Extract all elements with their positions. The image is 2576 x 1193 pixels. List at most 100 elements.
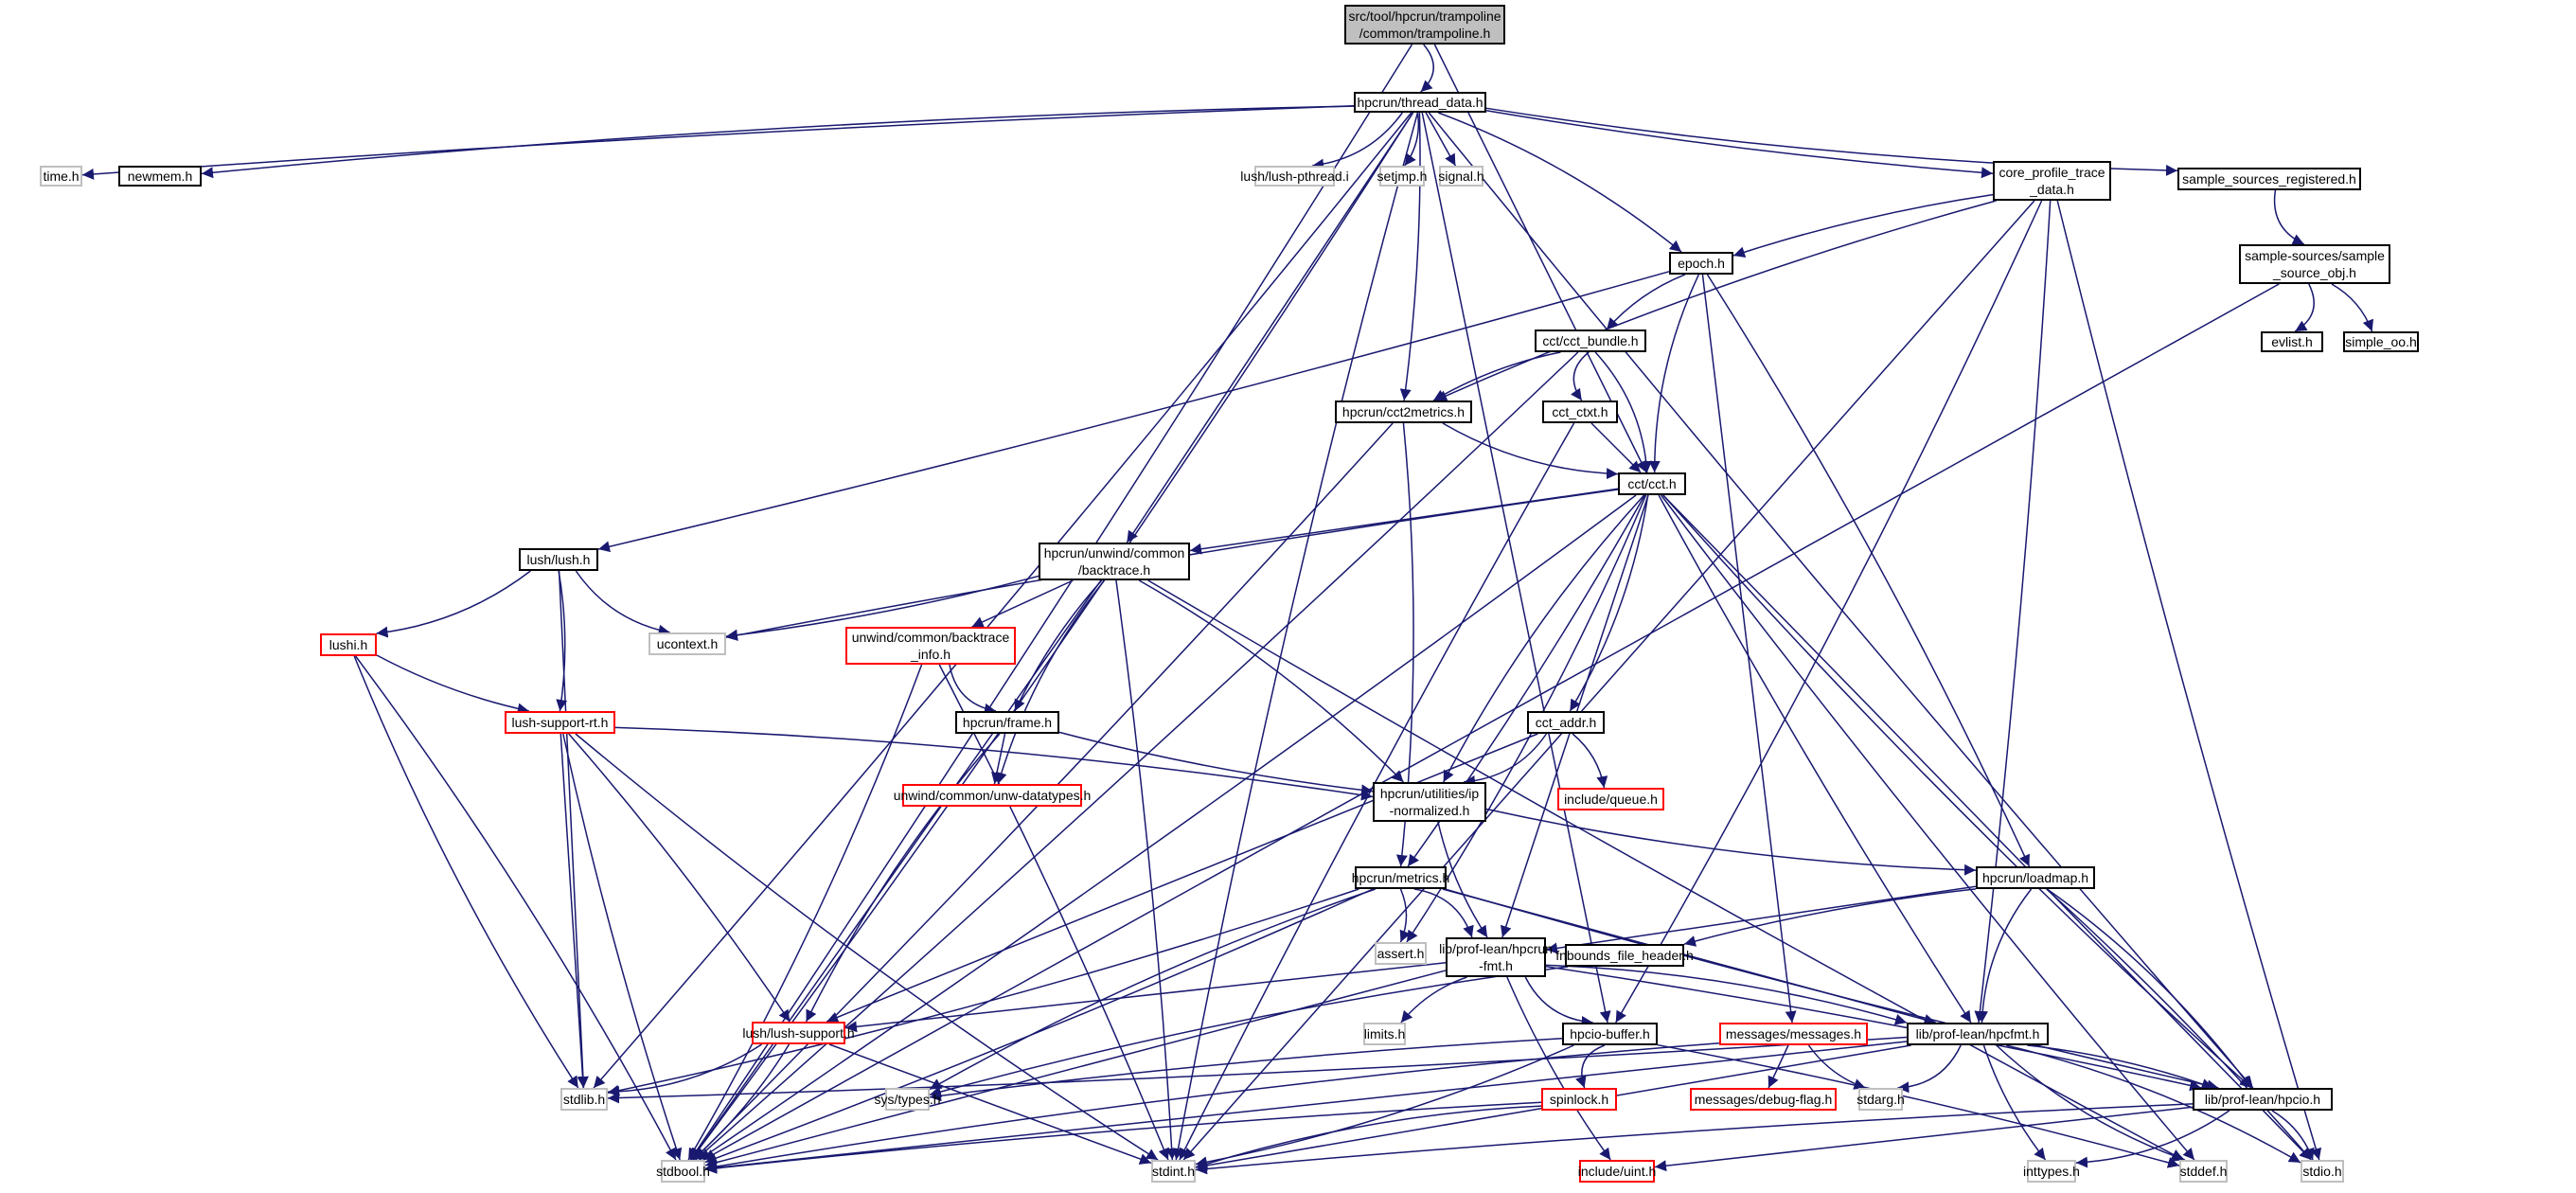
node-loadmap[interactable]: hpcrun/loadmap.h	[1976, 866, 2095, 889]
edge-hpcrun_fmt-to-hpcfmt	[1545, 964, 1908, 1025]
edge-thread_data-to-lush_pthread	[1312, 112, 1403, 170]
node-metrics[interactable]: hpcrun/metrics.h	[1352, 866, 1449, 889]
node-messages[interactable]: messages/messages.h	[1719, 1023, 1868, 1045]
node-thread-data[interactable]: hpcrun/thread_data.h	[1354, 92, 1486, 113]
edge-cct-to-cct_addr	[1569, 494, 1649, 712]
edge-ss_obj-to-simple_oo	[2331, 283, 2374, 332]
edge-backtrace-to-unw_datatypes	[995, 579, 1106, 785]
edge-fnbounds-to-sys_types	[929, 966, 1569, 1097]
node-cct-addr[interactable]: cct_addr.h	[1527, 711, 1605, 734]
edge-hpcfmt-to-stddef	[1996, 1044, 2186, 1162]
node-limits[interactable]: limits.h	[1363, 1023, 1406, 1045]
node-backtrace[interactable]: hpcrun/unwind/common /backtrace.h	[1039, 543, 1190, 580]
node-ss-obj[interactable]: sample-sources/sample _source_obj.h	[2239, 244, 2390, 284]
node-cct-bundle[interactable]: cct/cct_bundle.h	[1535, 329, 1646, 352]
node-queue[interactable]: include/queue.h	[1557, 788, 1664, 810]
edge-lush-to-ucontext	[575, 570, 670, 636]
node-epoch[interactable]: epoch.h	[1669, 252, 1733, 275]
edge-cct-to-hpcio	[1662, 494, 2252, 1089]
edge-ss_obj-to-stdbool	[702, 283, 2280, 1161]
node-stdio[interactable]: stdio.h	[2301, 1160, 2344, 1183]
node-label: messages/debug-flag.h	[1694, 1092, 1833, 1107]
edge-backtrace-to-bt_info	[971, 579, 1074, 628]
edge-backtrace-to-stdbool	[690, 579, 1102, 1161]
node-cct-ctxt[interactable]: cct_ctxt.h	[1542, 401, 1618, 423]
node-lush-support-rt[interactable]: lush-support-rt.h	[505, 711, 615, 734]
node-label: hpcrun/loadmap.h	[1981, 870, 2089, 885]
edge-hpcfmt-to-stdio	[2005, 1044, 2301, 1164]
node-simple-oo[interactable]: simple_oo.h	[2343, 331, 2419, 352]
edge-hpcrun_fmt-to-lush_support	[844, 962, 1447, 1033]
node-lush-pthread[interactable]: lush/lush-pthread.i	[1240, 166, 1349, 187]
edge-hpcio-to-stdio	[2271, 1110, 2315, 1161]
node-hpcio[interactable]: lib/prof-lean/hpcio.h	[2193, 1088, 2333, 1111]
edge-lush_support-to-stdbool	[692, 1043, 791, 1161]
node-unw-datatypes[interactable]: unwind/common/unw-datatypes.h	[894, 784, 1091, 807]
node-label: lib/prof-lean/hpcfmt.h	[1915, 1026, 2040, 1042]
node-assert[interactable]: assert.h	[1375, 942, 1427, 965]
node-label: lib/prof-lean/hpcio.h	[2204, 1092, 2321, 1107]
edge-hpcrun_fmt-to-hpcio	[1545, 966, 2202, 1092]
edge-thread_data-to-stdint	[1172, 112, 1419, 1161]
node-label: sample-sources/sample _source_obj.h	[2245, 248, 2385, 280]
node-ucontext[interactable]: ucontext.h	[648, 632, 726, 655]
edge-cct_bundle-to-cct_ctxt	[1571, 351, 1590, 401]
node-spinlock[interactable]: spinlock.h	[1541, 1088, 1617, 1111]
node-label: lib/prof-lean/hpcrun -fmt.h	[1439, 941, 1553, 973]
edge-epoch-to-lush	[597, 271, 1670, 553]
node-label: epoch.h	[1678, 256, 1725, 271]
node-time[interactable]: time.h	[40, 166, 82, 187]
node-lush-support[interactable]: lush/lush-support.h	[742, 1022, 855, 1044]
node-root[interactable]: src/tool/hpcrun/trampoline /common/tramp…	[1344, 5, 1505, 45]
edge-thread_data-to-newmem	[201, 105, 1355, 179]
node-debug-flag[interactable]: messages/debug-flag.h	[1690, 1088, 1837, 1111]
edge-epoch-to-cct	[1648, 274, 1699, 473]
edge-messages-to-debug_flag	[1768, 1044, 1789, 1089]
node-signal[interactable]: signal.h	[1438, 166, 1484, 187]
node-uint[interactable]: include/uint.h	[1578, 1160, 1656, 1183]
edge-thread_data-to-hpcio	[1428, 112, 2254, 1089]
node-lush[interactable]: lush/lush.h	[519, 548, 598, 571]
edge-lush-to-stdlib	[558, 570, 589, 1089]
node-frame[interactable]: hpcrun/frame.h	[955, 711, 1059, 734]
node-sys-types[interactable]: sys/types.h	[874, 1088, 941, 1111]
edge-hpcio_buffer-to-stddef	[1657, 1043, 2180, 1168]
edge-loadmap-to-fnbounds	[1683, 888, 1977, 947]
edge-cct-to-stdbool	[698, 494, 1637, 1161]
edge-lush_support_rt-to-stdlib	[560, 733, 589, 1089]
node-stdbool[interactable]: stdbool.h	[656, 1160, 710, 1183]
node-lushi[interactable]: lushi.h	[320, 633, 377, 656]
node-stddef[interactable]: stddef.h	[2179, 1160, 2228, 1183]
node-label: setjmp.h	[1377, 169, 1428, 184]
node-hpcrun-fmt[interactable]: lib/prof-lean/hpcrun -fmt.h	[1439, 937, 1553, 977]
node-label: assert.h	[1377, 946, 1425, 961]
edge-cct_addr-to-queue	[1572, 733, 1608, 789]
node-fnbounds[interactable]: fnbounds_file_header.h	[1555, 944, 1694, 967]
node-hpcfmt[interactable]: lib/prof-lean/hpcfmt.h	[1907, 1023, 2049, 1045]
edge-thread_data-to-cct2metrics	[1399, 112, 1421, 401]
node-core-profile[interactable]: core_profile_trace _data.h	[1993, 161, 2111, 201]
edge-backtrace-to-stdint	[1115, 579, 1178, 1161]
node-bt-info[interactable]: unwind/common/backtrace _info.h	[845, 627, 1016, 665]
edge-ip_norm-to-hpcrun_fmt	[1437, 821, 1488, 938]
node-ip-norm[interactable]: hpcrun/utilities/ip -normalized.h	[1373, 782, 1486, 822]
node-cct2metrics[interactable]: hpcrun/cct2metrics.h	[1335, 401, 1472, 423]
node-inttypes[interactable]: inttypes.h	[2023, 1160, 2080, 1183]
node-newmem[interactable]: newmem.h	[118, 166, 202, 187]
node-label: hpcrun/cct2metrics.h	[1341, 404, 1466, 419]
node-label: spinlock.h	[1549, 1092, 1609, 1107]
node-stdint[interactable]: stdint.h	[1151, 1160, 1196, 1183]
node-label: src/tool/hpcrun/trampoline /common/tramp…	[1348, 9, 1501, 41]
node-ss-registered[interactable]: sample_sources_registered.h	[2177, 168, 2361, 190]
node-stdlib[interactable]: stdlib.h	[560, 1088, 608, 1111]
node-evlist[interactable]: evlist.h	[2261, 331, 2323, 352]
node-stdarg[interactable]: stdarg.h	[1856, 1088, 1905, 1111]
edge-cct-to-stddef	[1661, 494, 2195, 1161]
edge-core_profile-to-stdint	[1182, 200, 2035, 1161]
edge-spinlock-to-stdbool	[704, 1101, 1542, 1174]
node-setjmp[interactable]: setjmp.h	[1377, 166, 1428, 187]
edge-lush_support_rt-to-stdbool	[562, 733, 683, 1161]
node-hpcio-buffer[interactable]: hpcio-buffer.h	[1562, 1023, 1658, 1045]
edge-backtrace-to-ip_norm	[1138, 579, 1405, 783]
node-cct[interactable]: cct/cct.h	[1618, 472, 1686, 495]
